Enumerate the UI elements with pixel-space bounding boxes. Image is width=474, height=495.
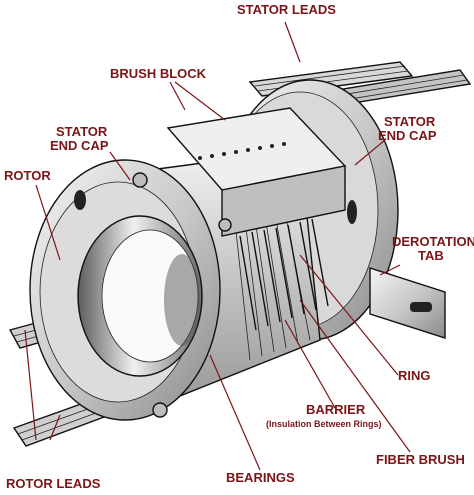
fiber-brushes <box>239 218 329 331</box>
derotation-tab <box>369 267 446 339</box>
bolt-head <box>218 218 232 232</box>
bolt-head <box>132 172 148 188</box>
cap-slot <box>347 200 357 224</box>
bolt-head <box>152 402 168 418</box>
label-fiber-brush: FIBER BRUSH <box>376 452 465 467</box>
label-rotor-leads: ROTOR LEADS <box>6 476 101 491</box>
label-derotation-tab-line2: TAB <box>418 248 444 263</box>
label-brush-block: BRUSH BLOCK <box>110 66 207 81</box>
label-ring: RING <box>398 368 431 383</box>
brush-slots <box>198 142 286 160</box>
brush-block <box>166 107 347 331</box>
ring-stack <box>234 211 311 361</box>
cap-slot-left <box>74 190 86 210</box>
label-stator-leads: STATOR LEADS <box>237 2 336 17</box>
label-stator-end-cap-right-line1: STATOR <box>384 114 436 129</box>
label-stator-end-cap-right-line2: END CAP <box>378 128 437 143</box>
label-bearings: BEARINGS <box>226 470 295 485</box>
label-derotation-tab-line1: DEROTATION <box>392 234 474 249</box>
labels: STATOR LEADS BRUSH BLOCK STATOR END CAP … <box>4 2 474 491</box>
label-barrier: BARRIER <box>306 402 366 417</box>
label-stator-end-cap-left-line1: STATOR <box>56 124 108 139</box>
label-barrier-note: (Insulation Between Rings) <box>266 419 382 429</box>
leader-lines <box>24 21 411 471</box>
rotor-bore <box>77 215 203 377</box>
label-rotor: ROTOR <box>4 168 51 183</box>
label-stator-end-cap-left-line2: END CAP <box>50 138 109 153</box>
